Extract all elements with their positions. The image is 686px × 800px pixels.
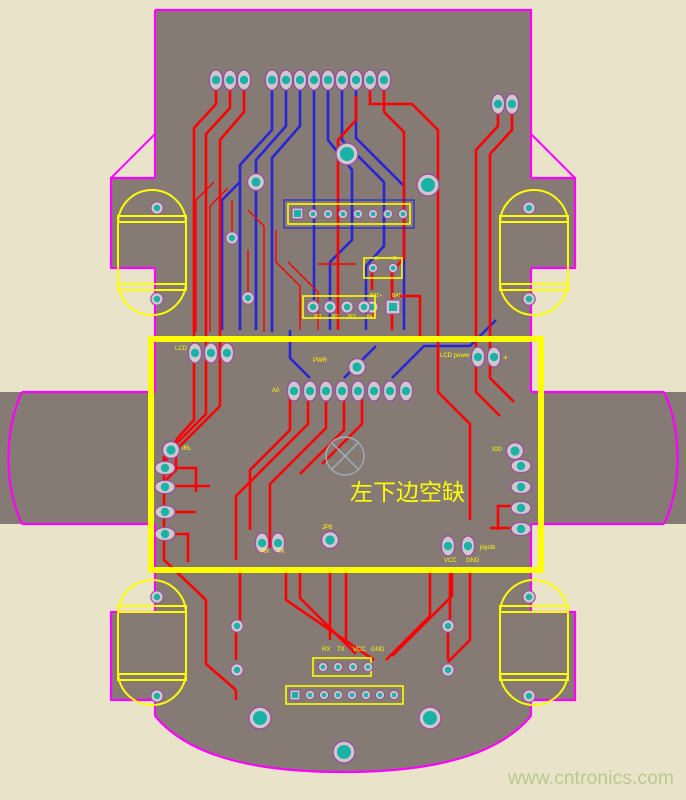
gnd-right-label: GND [466, 558, 480, 564]
mounting-slot-top-left [117, 189, 187, 316]
lcd-label: LCD [175, 346, 188, 352]
jp2-label: JP2 [330, 314, 339, 320]
bp-label: B+ [375, 256, 381, 262]
tx-conn-label: TX [337, 647, 345, 653]
irl-label: IRL [182, 446, 192, 452]
irl-pad[interactable] [161, 440, 181, 460]
board-center-mark [325, 436, 365, 476]
mounting-slot-bottom-right [499, 579, 569, 706]
plus-label: + [503, 353, 508, 362]
battery-pads[interactable] [365, 299, 401, 315]
vcc-right-label: VCC [444, 558, 457, 564]
mounting-slot-top-right [499, 189, 569, 316]
gnd-conn-label: GND [371, 647, 385, 653]
jp1-label: JP1 [313, 314, 322, 320]
vcc-conn-label: VCC [353, 647, 366, 653]
jp8-pad[interactable] [320, 530, 340, 550]
rx-left-label: RX [261, 549, 269, 555]
header-8-pin-bottom[interactable] [285, 685, 404, 705]
bn-label: B- [393, 256, 398, 262]
io0-label: IO0 [492, 447, 502, 453]
header-8-pin-top[interactable] [283, 199, 415, 229]
bottom-right-label: joystk [479, 545, 496, 551]
jp4-label: JP4 [364, 314, 373, 320]
pwr-via[interactable] [347, 357, 367, 377]
batn-label: BAT- [392, 293, 403, 299]
jp3-label: JP3 [347, 314, 356, 320]
a0-label: A0 [272, 388, 280, 394]
lcd-pads[interactable] [187, 342, 235, 364]
mounting-slot-bottom-left [117, 579, 187, 706]
lcd-power-label: LCD power [440, 353, 470, 359]
rx-conn-label: RX [322, 647, 330, 653]
pwr-label: PWR [313, 358, 328, 364]
highlight-rectangle[interactable] [148, 336, 544, 573]
battery-jumper[interactable] [363, 257, 403, 279]
batp-label: BAT+ [370, 293, 382, 299]
tx-left-label: TX [277, 549, 285, 555]
io0-pad[interactable] [505, 441, 525, 461]
header-4-pin-jp[interactable] [302, 295, 376, 319]
board-outline [7, 8, 679, 774]
jp8-label: JP8 [322, 525, 333, 531]
annotation-note: 左下边空缺 [350, 480, 465, 506]
header-4-pin-uart[interactable] [312, 657, 374, 677]
